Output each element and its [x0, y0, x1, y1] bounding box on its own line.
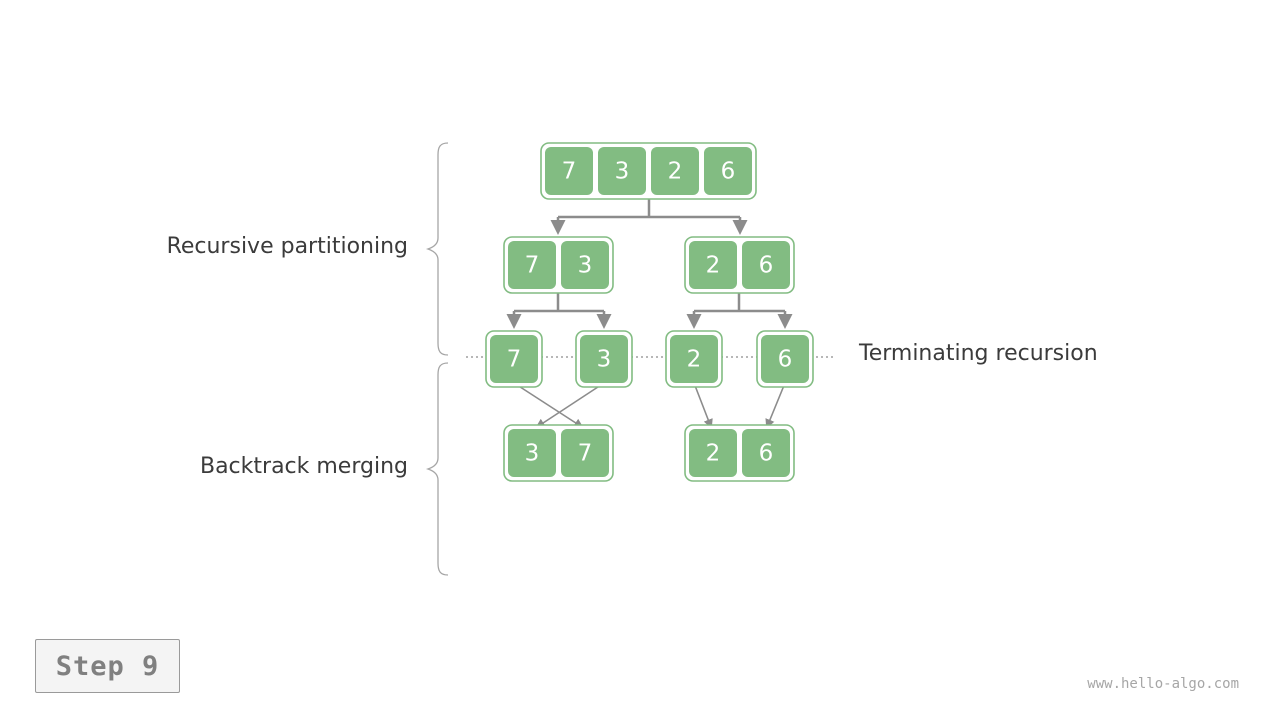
- array-cell: [561, 429, 609, 477]
- array-cell-value: 3: [578, 253, 593, 279]
- array-cell: [689, 429, 737, 477]
- array-cell: [651, 147, 699, 195]
- terminating-recursion-label: Terminating recursion: [859, 341, 1098, 366]
- split-leaf-connectors: [506, 292, 793, 329]
- watermark: www.hello-algo.com: [1087, 676, 1239, 692]
- array-cell-value: 6: [721, 159, 736, 185]
- array-cell-value: 7: [507, 347, 522, 373]
- array-cell-value: 3: [525, 441, 540, 467]
- array-cell: [689, 241, 737, 289]
- array-leaf-1: 7: [485, 330, 543, 388]
- array-cell: [742, 241, 790, 289]
- array-cell-value: 7: [562, 159, 577, 185]
- array-cell-value: 6: [759, 441, 774, 467]
- array-cell: [545, 147, 593, 195]
- array-cell-value: 2: [706, 253, 721, 279]
- array-cell: [704, 147, 752, 195]
- array-cell: [508, 429, 556, 477]
- array-cell: [742, 429, 790, 477]
- recursive-brace: [425, 142, 449, 356]
- array-cell-value: 6: [778, 347, 793, 373]
- array-cell-value: 2: [668, 159, 683, 185]
- array-cell-value: 6: [759, 253, 774, 279]
- array-cell: [580, 335, 628, 383]
- backtrack-merging-label: Backtrack merging: [199, 454, 408, 479]
- array-leaf-3: 2: [665, 330, 723, 388]
- merge-connectors: [513, 382, 786, 429]
- array-leaf-4: 6: [756, 330, 814, 388]
- array-cell-value: 2: [706, 441, 721, 467]
- array-cell-value: 3: [597, 347, 612, 373]
- backtrack-brace: [425, 362, 449, 576]
- array-cell-value: 7: [578, 441, 593, 467]
- array-cell: [561, 241, 609, 289]
- recursive-partitioning-label: Recursive partitioning: [166, 234, 408, 259]
- array-root: 7 3 2 6: [540, 142, 757, 200]
- array-cell: [490, 335, 538, 383]
- array-cell: [508, 241, 556, 289]
- step-button[interactable]: Step 9: [35, 639, 180, 693]
- array-cell-value: 7: [525, 253, 540, 279]
- array-leaf-2: 3: [575, 330, 633, 388]
- array-cell-value: 3: [615, 159, 630, 185]
- array-cell: [670, 335, 718, 383]
- array-root-frame: [540, 142, 757, 200]
- array-cell-value: 2: [687, 347, 702, 373]
- array-cell: [598, 147, 646, 195]
- root-split-connectors: [550, 198, 748, 235]
- array-cell: [761, 335, 809, 383]
